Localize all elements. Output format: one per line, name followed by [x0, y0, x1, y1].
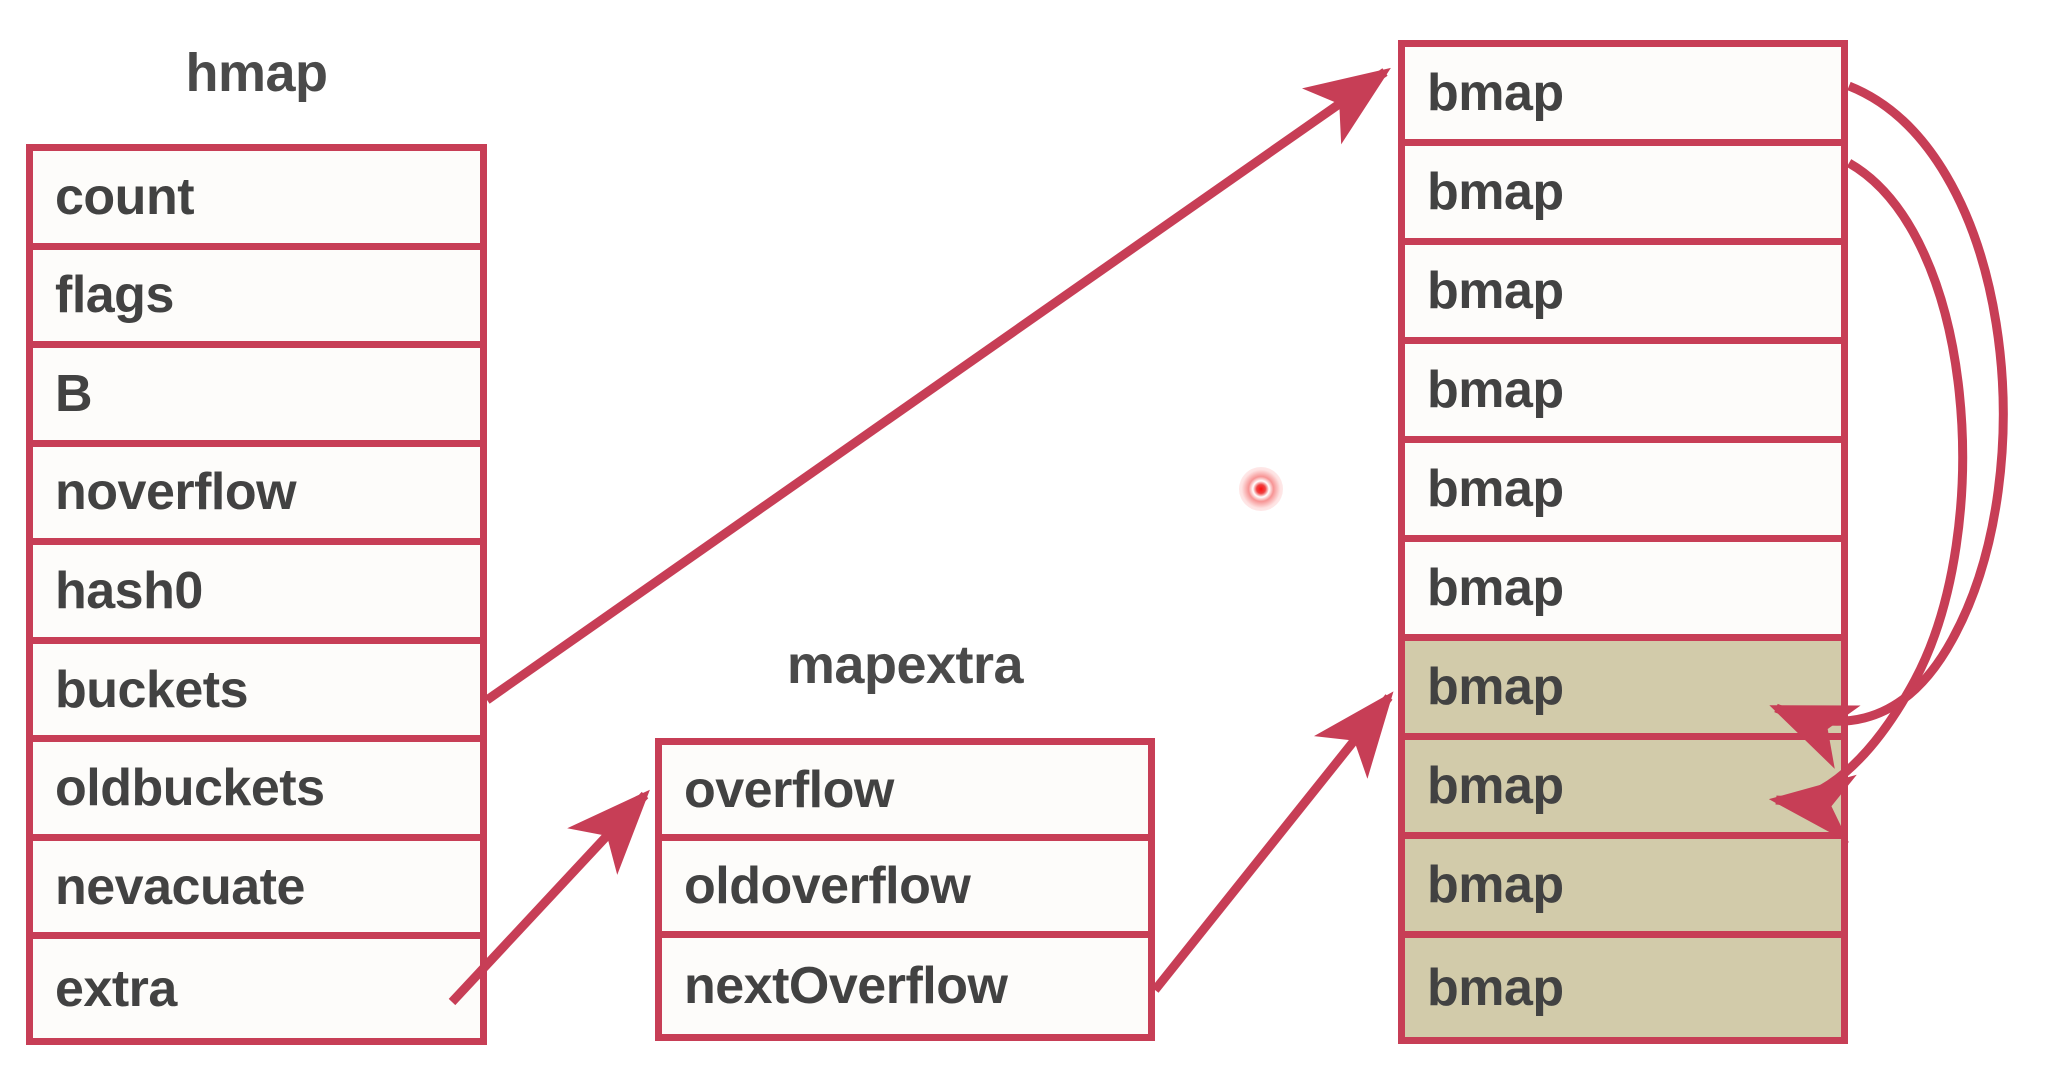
- mapextra-field-row-label: nextOverflow: [684, 956, 1008, 1015]
- hmap-field-row-label: buckets: [55, 660, 249, 719]
- bmap-row-label: bmap: [1427, 757, 1564, 815]
- mapextra-struct-box: overflow oldoverflow nextOverflow: [655, 738, 1155, 1041]
- hmap-field-row-3: B: [33, 348, 480, 447]
- bmap-row-2: bmap: [1405, 146, 1841, 245]
- hmap-field-row-7: oldbuckets: [33, 742, 480, 841]
- bmap-row-6: bmap: [1405, 542, 1841, 641]
- hmap-field-row-4: noverflow: [33, 446, 480, 546]
- bmap-row-label: bmap: [1427, 658, 1564, 716]
- connector-nextoverflow-to-bmap: [1151, 691, 1394, 993]
- hmap-field-row-label: nevacuate: [55, 857, 305, 916]
- bmap-row-label: bmap: [1427, 958, 1564, 1017]
- hmap-field-row-label: extra: [55, 959, 177, 1018]
- hmap-field-row-9: extra: [33, 939, 480, 1038]
- hmap-field-row-1: count: [33, 151, 480, 250]
- hmap-field-row-5: hash0: [33, 545, 480, 644]
- hmap-title: hmap: [185, 43, 328, 103]
- bmap-row-4: bmap: [1405, 344, 1841, 443]
- mouse-cursor: [1239, 467, 1283, 511]
- hmap-field-row-6: buckets: [33, 643, 480, 743]
- hmap-field-row-label: count: [55, 167, 195, 226]
- connector-buckets-to-bmap: [484, 67, 1391, 704]
- bmap-row-label: bmap: [1427, 460, 1564, 518]
- hmap-field-row-label: oldbuckets: [55, 759, 325, 818]
- mapextra-title: mapextra: [786, 635, 1024, 695]
- hmap-field-row-label: flags: [55, 266, 174, 325]
- mapextra-field-row-1: overflow: [662, 745, 1148, 842]
- bmap-row-7: bmap: [1405, 641, 1841, 740]
- hmap-field-row-label: hash0: [55, 561, 203, 620]
- bmap-row-10: bmap: [1405, 938, 1841, 1037]
- hmap-field-row-8: nevacuate: [33, 840, 480, 940]
- hmap-field-row-label: noverflow: [55, 463, 297, 522]
- mapextra-field-row-label: overflow: [684, 760, 894, 819]
- bmap-row-label: bmap: [1427, 64, 1564, 122]
- bmap-row-1: bmap: [1405, 47, 1841, 146]
- bmap-row-8: bmap: [1405, 740, 1841, 839]
- bmap-row-label: bmap: [1427, 856, 1564, 914]
- mapextra-field-row-label: oldoverflow: [684, 856, 971, 915]
- bmap-row-5: bmap: [1405, 443, 1841, 542]
- mapextra-field-row-2: oldoverflow: [662, 841, 1148, 938]
- bmap-row-label: bmap: [1427, 163, 1564, 221]
- bmap-row-9: bmap: [1405, 839, 1841, 938]
- bmap-row-3: bmap: [1405, 245, 1841, 344]
- bmap-row-label: bmap: [1427, 559, 1564, 617]
- mapextra-field-row-3: nextOverflow: [662, 937, 1148, 1034]
- hmap-field-row-label: B: [55, 364, 93, 423]
- bmap-row-label: bmap: [1427, 262, 1564, 320]
- buckets-array-box: bmap bmap bmap bmap bmap bmap bmap bmap bmap bmap: [1398, 40, 1848, 1044]
- hmap-field-row-2: flags: [33, 249, 480, 349]
- bmap-row-label: bmap: [1427, 361, 1564, 419]
